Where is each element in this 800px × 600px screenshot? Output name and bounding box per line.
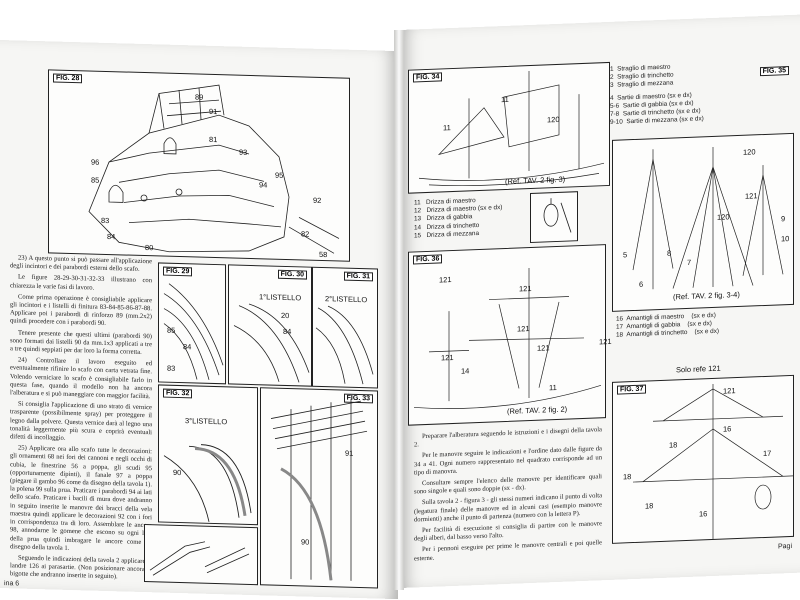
solo-refe-note: Solo refe 121 [676, 363, 721, 375]
figure-29-drawing [163, 283, 224, 380]
callout: 20 [281, 310, 290, 321]
figure-32-drawing [163, 444, 252, 522]
paragraph: Per le manovre seguire le indicazioni e … [414, 445, 602, 477]
paragraph: Tenere presente che questi ultimi (parab… [10, 329, 152, 356]
paragraph: Le figure 28-29-30-31-32-33 illustrano c… [10, 273, 152, 292]
callout: 85 [91, 175, 100, 185]
figure-34-drawing [418, 71, 605, 187]
paragraph: Si consiglia l'applicazione di uno strat… [10, 400, 152, 442]
callout: 6 [639, 279, 644, 289]
callout: 89 [195, 92, 204, 102]
callout: 10 [781, 234, 790, 244]
paragraph: Per i pennoni eseguire per prime le mano… [414, 539, 602, 563]
callout: 120 [547, 114, 560, 125]
callout: 121 [517, 324, 530, 334]
callout: 80 [145, 243, 154, 253]
callout: 92 [313, 195, 322, 205]
callout: 83 [167, 363, 176, 373]
right-text-column: Preparare l'alberatura seguendo le istru… [414, 426, 602, 563]
callout: 84 [283, 326, 292, 337]
figure-36-drawing [413, 268, 602, 409]
callout: 11 [443, 123, 451, 133]
callout: 95 [275, 170, 284, 180]
paragraph: Seguendo le indicazioni della tavola 2 a… [10, 554, 152, 581]
figure-31-drawing [315, 305, 374, 385]
callout: 121 [439, 275, 452, 285]
figure-35: FIG. 35 120 121 120 9 10 5 8 7 6 (Ref. T… [612, 66, 794, 312]
callout: 82 [301, 229, 310, 239]
callout: 90 [301, 537, 310, 547]
left-page: FIG. 28 89 91 81 96 85 93 [0, 40, 398, 600]
callout: 16 [699, 509, 708, 519]
callout: 18 [645, 501, 654, 511]
figure-34: FIG. 34 11 120 11 (Ref. TAV. 2 fig. 3) [408, 61, 610, 194]
paragraph: Come prima operazione è consigliabile ap… [10, 293, 152, 328]
callout: 121 [519, 283, 532, 294]
block-detail-drawing [543, 198, 572, 233]
callout: 17 [763, 448, 772, 459]
figure-37-drawing [633, 383, 793, 539]
paragraph: Sulla tavola 2 - figura 3 - gli stessi n… [414, 492, 602, 524]
callout: 121 [599, 336, 612, 347]
figure-30: FIG. 30 1°LISTELLO 20 84 [228, 264, 312, 387]
callout: 91 [345, 448, 354, 458]
callout: 16 [723, 424, 732, 434]
figure-30-drawing [233, 303, 310, 383]
figure-detail-small [144, 524, 258, 586]
right-page-number: Pagi [778, 542, 793, 551]
callout: 85 [167, 325, 176, 335]
callout: 81 [209, 134, 218, 145]
paragraph: 23) A questo punto si può passare all'ap… [10, 254, 152, 274]
book-gutter [394, 30, 404, 590]
figure-33-drawing [270, 398, 368, 581]
callout: 11 [501, 94, 509, 105]
figure-28: FIG. 28 89 91 81 96 85 93 [48, 69, 350, 262]
callout: 121 [537, 343, 550, 353]
figure-28-drawing [88, 84, 340, 254]
callout: 11 [549, 382, 557, 393]
callout: 120 [743, 147, 756, 157]
figure-33: FIG. 33 91 90 [260, 387, 378, 589]
figure-31: FIG. 31 2°LISTELLO [312, 266, 378, 389]
left-text-column: 23) A questo punto si può passare all'ap… [10, 254, 152, 581]
callout: 90 [173, 467, 182, 478]
figure-36: FIG. 36 121 121 121 121 121 121 14 11 (R… [408, 244, 612, 426]
legend-stays: 1 Straglio di maestro 2 Straglio di trin… [610, 61, 740, 127]
callout: 93 [239, 147, 248, 157]
callout: 84 [107, 231, 116, 242]
callout: 7 [687, 257, 692, 267]
callout: 94 [259, 180, 268, 190]
callout: 18 [623, 472, 632, 482]
left-page-number: ina 6 [4, 580, 20, 588]
callout: 5 [623, 250, 628, 260]
callout: 84 [183, 342, 192, 352]
callout: 121 [723, 386, 736, 396]
callout: 121 [441, 352, 454, 363]
figure-37: FIG. 37 121 16 18 18 17 16 18 [612, 374, 794, 544]
callout: 58 [319, 249, 328, 260]
callout: 83 [101, 215, 110, 226]
callout: 18 [669, 440, 678, 450]
callout: 91 [209, 106, 218, 117]
block-detail [530, 191, 578, 244]
callout: 8 [667, 248, 672, 258]
paragraph: 24) Controllare il lavoro eseguito ed ev… [10, 356, 152, 401]
callout: 14 [461, 366, 470, 376]
figure-35-label: FIG. 35 [759, 66, 789, 77]
callout: 120 [717, 212, 730, 222]
figure-29: FIG. 29 85 84 83 [158, 262, 226, 385]
callout: 121 [745, 191, 758, 201]
figure-35-drawing [632, 146, 784, 290]
figure-32: FIG. 32 3°LISTELLO 90 [158, 384, 258, 526]
small-detail-drawing [149, 541, 250, 576]
legend-amantigli: 16 Amantigli di maestro (sx e dx) 17 Ama… [616, 309, 792, 340]
paragraph: 25) Applicare ora allo scafo tutte le de… [10, 444, 152, 552]
callout: 96 [91, 157, 100, 167]
right-page: FIG. 34 11 120 11 (Ref. TAV. 2 fig. 3) 1… [400, 14, 800, 589]
callout: 9 [781, 214, 786, 224]
